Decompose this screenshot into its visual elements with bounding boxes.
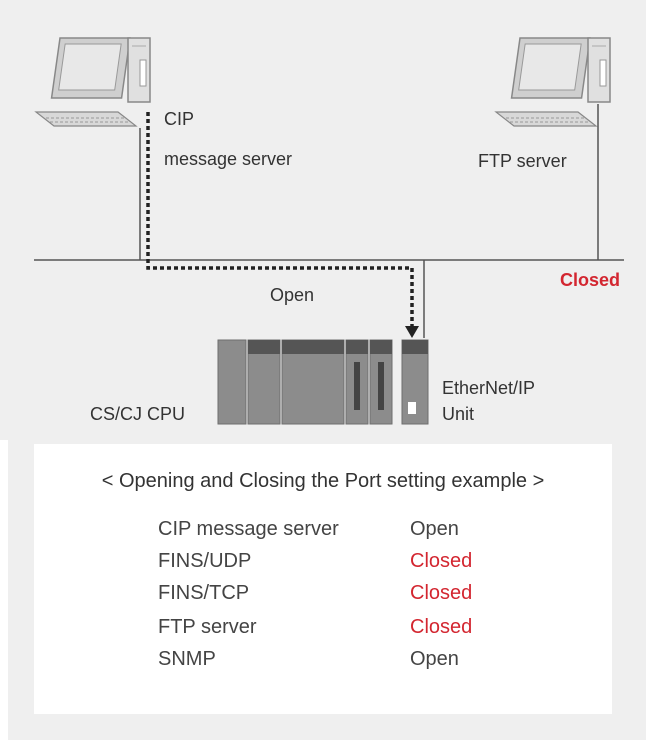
port-state: Closed (410, 582, 473, 604)
port-state: Closed (410, 550, 473, 572)
unit-label-line2: Unit (442, 404, 475, 424)
port-name: SNMP (158, 648, 216, 670)
network-closed-label: Closed (560, 270, 621, 290)
panel-caption: < Opening and Closing the Port setting e… (101, 470, 545, 492)
ftp-server-computer-icon (494, 37, 611, 127)
cip-server-label-line2: message server (164, 149, 293, 169)
port-name: FTP server (158, 616, 257, 638)
port-state: Open (410, 648, 459, 670)
network-open-label: Open (270, 285, 315, 305)
path-arrowhead (405, 326, 419, 338)
left-gutter (0, 440, 8, 740)
cs-cj-cpu-rack (217, 339, 393, 425)
cpu-label: CS/CJ CPU (90, 404, 186, 424)
cip-message-path (146, 112, 414, 326)
port-state: Closed (410, 616, 473, 638)
ethernet-ip-unit (401, 339, 429, 425)
port-settings-panel: < Opening and Closing the Port setting e… (34, 444, 612, 714)
cip-server-computer-icon (34, 37, 151, 127)
ftp-server-label: FTP server (478, 151, 567, 171)
port-name: CIP message server (158, 518, 339, 540)
unit-label-line1: EtherNet/IP (442, 378, 536, 398)
port-name: FINS/TCP (158, 582, 250, 604)
port-state: Open (410, 518, 459, 540)
cip-server-label-line1: CIP (164, 109, 195, 129)
port-name: FINS/UDP (158, 550, 252, 572)
